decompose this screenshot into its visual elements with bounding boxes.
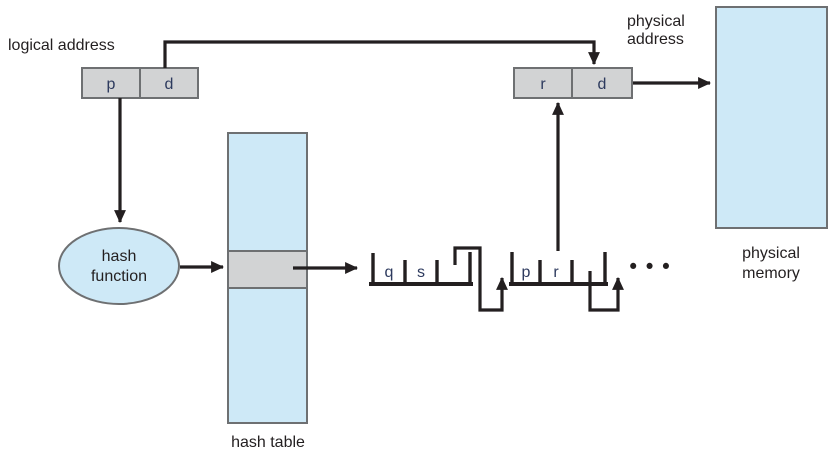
physical-offset-cell: [571, 67, 633, 99]
physical-offset-value: d: [598, 76, 607, 93]
chain-node-1: q s: [369, 252, 473, 286]
logical-offset-value: d: [165, 76, 174, 93]
logical-offset-cell: [139, 67, 199, 99]
hash-function-label-line1: hash: [102, 248, 137, 265]
logical-page-number-cell: [81, 67, 141, 99]
chain-ellipsis: •••: [627, 255, 676, 279]
arrow-logical-d-to-physical-d: [163, 40, 600, 68]
physical-address-label-line2: address: [627, 31, 684, 48]
physical-frame-number-value: r: [540, 76, 546, 93]
hash-function-ellipse: [58, 227, 180, 305]
logical-page-number-value: p: [107, 76, 116, 93]
physical-frame-number-cell: [513, 67, 573, 99]
node2-field2-value: r: [553, 264, 559, 281]
logical-address-register: p d: [81, 67, 199, 99]
node1-field1-value: q: [385, 264, 394, 281]
node1-field2-value: s: [417, 264, 425, 281]
node2-field1-value: p: [522, 264, 531, 281]
physical-memory-label-line2: memory: [742, 265, 800, 282]
chain-node-2: p r: [509, 252, 608, 286]
arrow-node2-next-pointer: [588, 271, 624, 312]
hash-table-label: hash table: [231, 434, 305, 451]
physical-memory-label-line1: physical: [742, 245, 800, 262]
physical-memory-box: [715, 6, 828, 229]
hash-function-label-line2: function: [91, 268, 147, 285]
logical-address-label: logical address: [8, 37, 115, 54]
physical-address-label-line1: physical: [627, 13, 685, 30]
arrow-node1-next-pointer: [453, 246, 508, 312]
physical-address-register: r d: [513, 67, 633, 99]
